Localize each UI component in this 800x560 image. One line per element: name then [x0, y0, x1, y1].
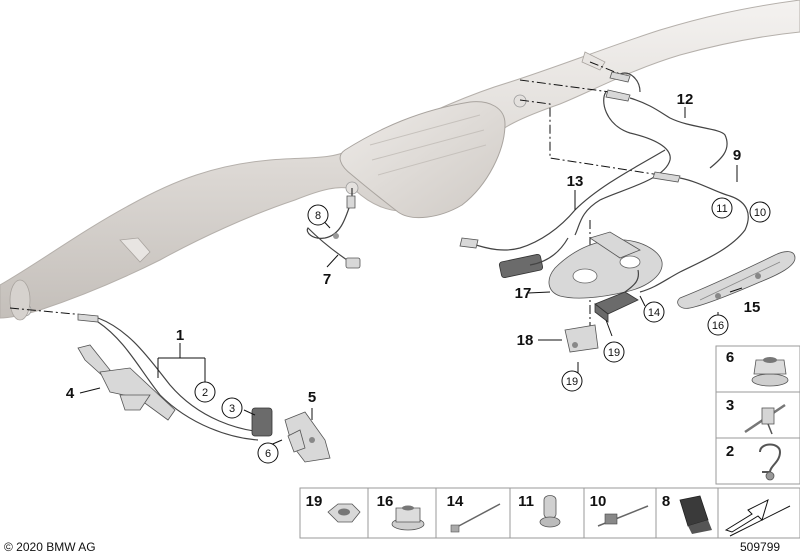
sensor-7-cable — [306, 204, 351, 263]
bracket-5 — [284, 411, 331, 463]
pipe-hanger — [119, 237, 151, 263]
callout-2: 2 — [202, 387, 208, 399]
bottom-panel-label-10: 10 — [590, 493, 607, 510]
callout-13: 13 — [567, 173, 584, 190]
callout-4: 4 — [66, 385, 75, 402]
sensor-12-assembly — [574, 71, 728, 236]
catalytic-converter — [339, 101, 506, 219]
sensor-1-connector — [251, 407, 273, 437]
sensor-1-cable — [97, 317, 263, 433]
sensor-13-assembly — [459, 149, 666, 279]
flange-nut-icon — [751, 357, 789, 387]
bottom-panel-label-19: 19 — [306, 493, 323, 510]
cable-tie-icon — [450, 503, 501, 533]
sensor-12-cable — [629, 97, 728, 169]
bottom-panel-label-8: 8 — [662, 493, 670, 510]
side-panel-label-6: 6 — [726, 349, 734, 366]
bottom-parts-panel: 19 16 14 11 10 8 — [299, 487, 800, 539]
sensor-9-cable — [639, 177, 749, 293]
copyright: © 2020 BMW AG — [4, 540, 96, 554]
callout-18: 18 — [517, 332, 534, 349]
callout-19-upper: 19 — [608, 347, 620, 359]
sensor-13-control-unit — [498, 253, 544, 279]
sensor-1 — [77, 313, 99, 323]
bracket-17 — [548, 231, 663, 299]
bracket-18 — [564, 324, 599, 353]
cable-holder-icon — [744, 403, 786, 435]
callout-16: 16 — [712, 320, 724, 332]
sensor-7-probe — [346, 195, 356, 209]
callout-7: 7 — [323, 271, 331, 288]
exhaust-system — [0, 0, 800, 321]
pipe-clamp-icon — [759, 443, 782, 481]
sensor-13-plug — [459, 237, 479, 249]
side-panel-label-3: 3 — [726, 397, 734, 414]
callout-8: 8 — [315, 210, 321, 222]
direction-arrow-icon — [724, 499, 791, 537]
side-panel-label-2: 2 — [726, 443, 734, 460]
sensor-7-assembly — [306, 195, 361, 269]
callout-5: 5 — [308, 389, 316, 406]
callout-17: 17 — [515, 285, 532, 302]
sensor-1-assembly — [77, 313, 273, 441]
sensor-12-probe — [605, 89, 631, 102]
pipe-flange — [9, 279, 31, 321]
callout-3: 3 — [229, 403, 235, 415]
callout-12: 12 — [677, 91, 694, 108]
bottom-panel-label-16: 16 — [377, 493, 394, 510]
connection-lines — [9, 61, 661, 340]
callout-11: 11 — [716, 203, 727, 215]
sensor-control-unit — [594, 269, 640, 323]
callout-15: 15 — [744, 299, 761, 316]
side-parts-panel: 6 3 2 — [715, 345, 800, 485]
collar-nut-icon — [391, 505, 425, 531]
sensor-7-grommet — [333, 233, 339, 239]
callout-14: 14 — [648, 307, 660, 319]
pipe-hanger — [581, 51, 606, 71]
sensor-9-probe — [652, 171, 681, 183]
callout-6: 6 — [265, 448, 271, 460]
bracket-15 — [677, 251, 796, 309]
callouts: 1 2 3 4 5 6 7 8 9 10 11 12 13 14 15 16 1… — [66, 91, 771, 464]
callout-10: 10 — [754, 207, 766, 219]
cable-clip-icon — [539, 495, 561, 528]
diagram-number: 509799 — [740, 540, 781, 554]
callout-9: 9 — [733, 147, 741, 164]
bottom-panel-label-14: 14 — [447, 493, 464, 510]
hex-nut-icon — [327, 503, 361, 523]
bracket-4 — [77, 344, 176, 421]
callout-1: 1 — [176, 327, 184, 344]
sensor-7-connector — [345, 257, 361, 269]
bottom-panel-label-11: 11 — [518, 493, 534, 510]
grommet-clip-icon — [679, 495, 712, 534]
callout-19-lower: 19 — [566, 376, 578, 388]
sensor-9-assembly — [639, 171, 749, 293]
sensor-12-probe-b — [609, 71, 631, 83]
sensor-13-cable — [469, 149, 666, 251]
cable-tie-anchor-icon — [597, 505, 649, 527]
